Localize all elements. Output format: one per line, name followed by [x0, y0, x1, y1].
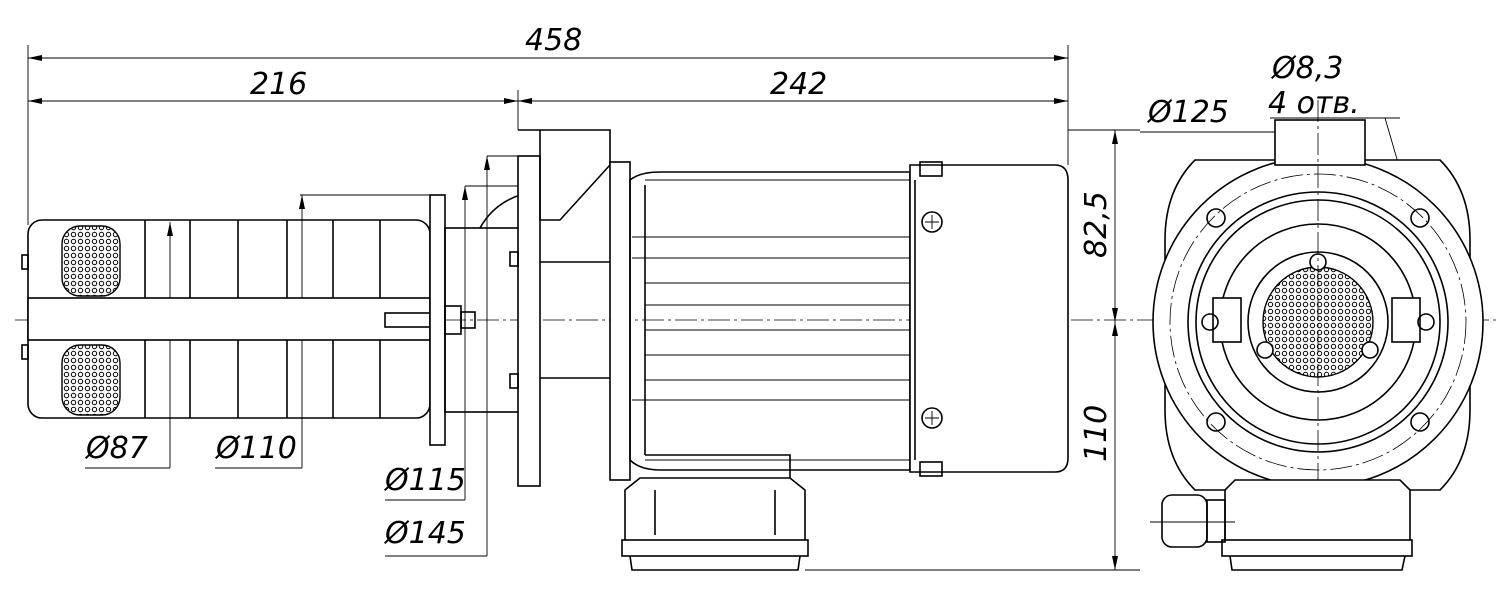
dim-height-above-axis: 82,5	[1079, 191, 1114, 258]
dim-pump-length: 216	[250, 67, 307, 102]
dim-diameter-110: Ø110	[214, 431, 297, 466]
motor	[609, 161, 1069, 571]
dim-motor-length: 242	[770, 67, 827, 102]
dimension-labels: 458 216 242 82,5 110 Ø87 Ø110 Ø115 Ø145 …	[84, 23, 1360, 551]
dim-hole-diameter: Ø8,3	[1270, 51, 1343, 86]
dim-diameter-115: Ø115	[383, 463, 466, 498]
pump-end-view	[1150, 100, 1484, 571]
dim-diameter-87: Ø87	[84, 431, 148, 466]
dim-diameter-125: Ø125	[1146, 95, 1229, 130]
dim-hole-count: 4 отв.	[1268, 86, 1360, 121]
dim-height-below-axis: 110	[1079, 405, 1114, 462]
dim-diameter-145: Ø145	[383, 516, 466, 551]
pump-body	[21, 129, 611, 487]
dim-overall-length: 458	[525, 23, 582, 58]
